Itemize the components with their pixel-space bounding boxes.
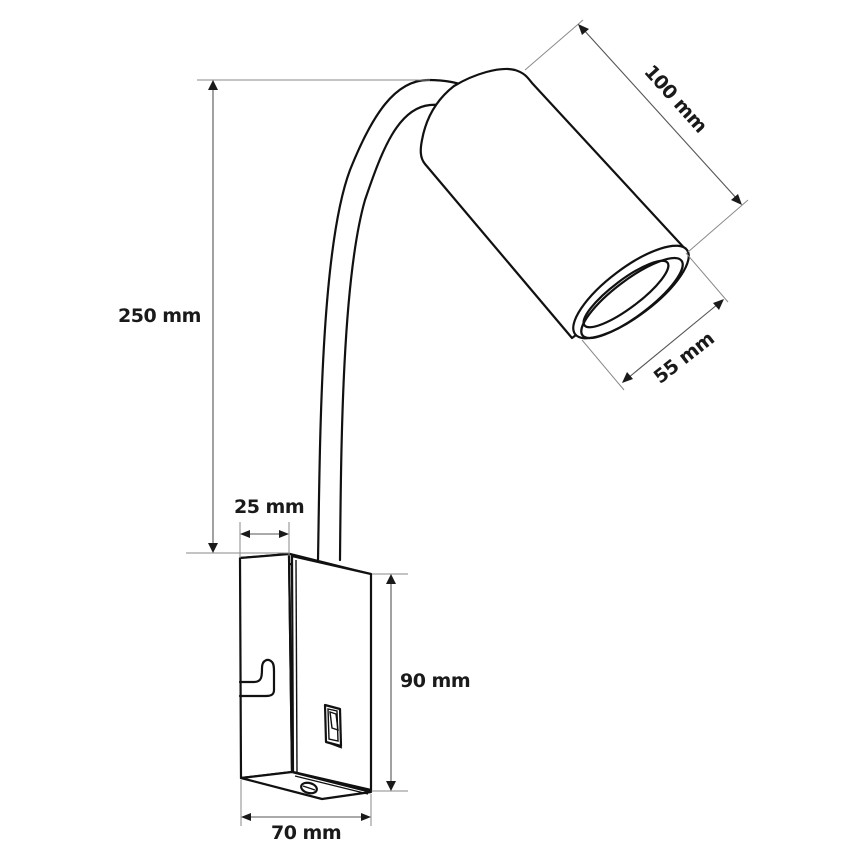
mounting-slot xyxy=(238,658,276,698)
label-total-height: 250 mm xyxy=(118,305,201,327)
rocker-switch xyxy=(323,703,343,749)
label-arm-offset: 25 mm xyxy=(234,496,305,518)
dimension-total-height xyxy=(186,79,430,554)
bottom-screw xyxy=(300,781,318,795)
dimension-head-length xyxy=(524,19,749,253)
label-box-height: 90 mm xyxy=(400,670,471,692)
dimension-head-diameter xyxy=(581,252,729,391)
switch-box xyxy=(238,552,373,801)
dimension-arm-offset xyxy=(239,522,290,558)
label-box-width: 70 mm xyxy=(271,822,342,844)
spotlight-head xyxy=(419,67,690,340)
dimension-box-width xyxy=(240,780,372,826)
dimension-box-height xyxy=(372,573,408,792)
